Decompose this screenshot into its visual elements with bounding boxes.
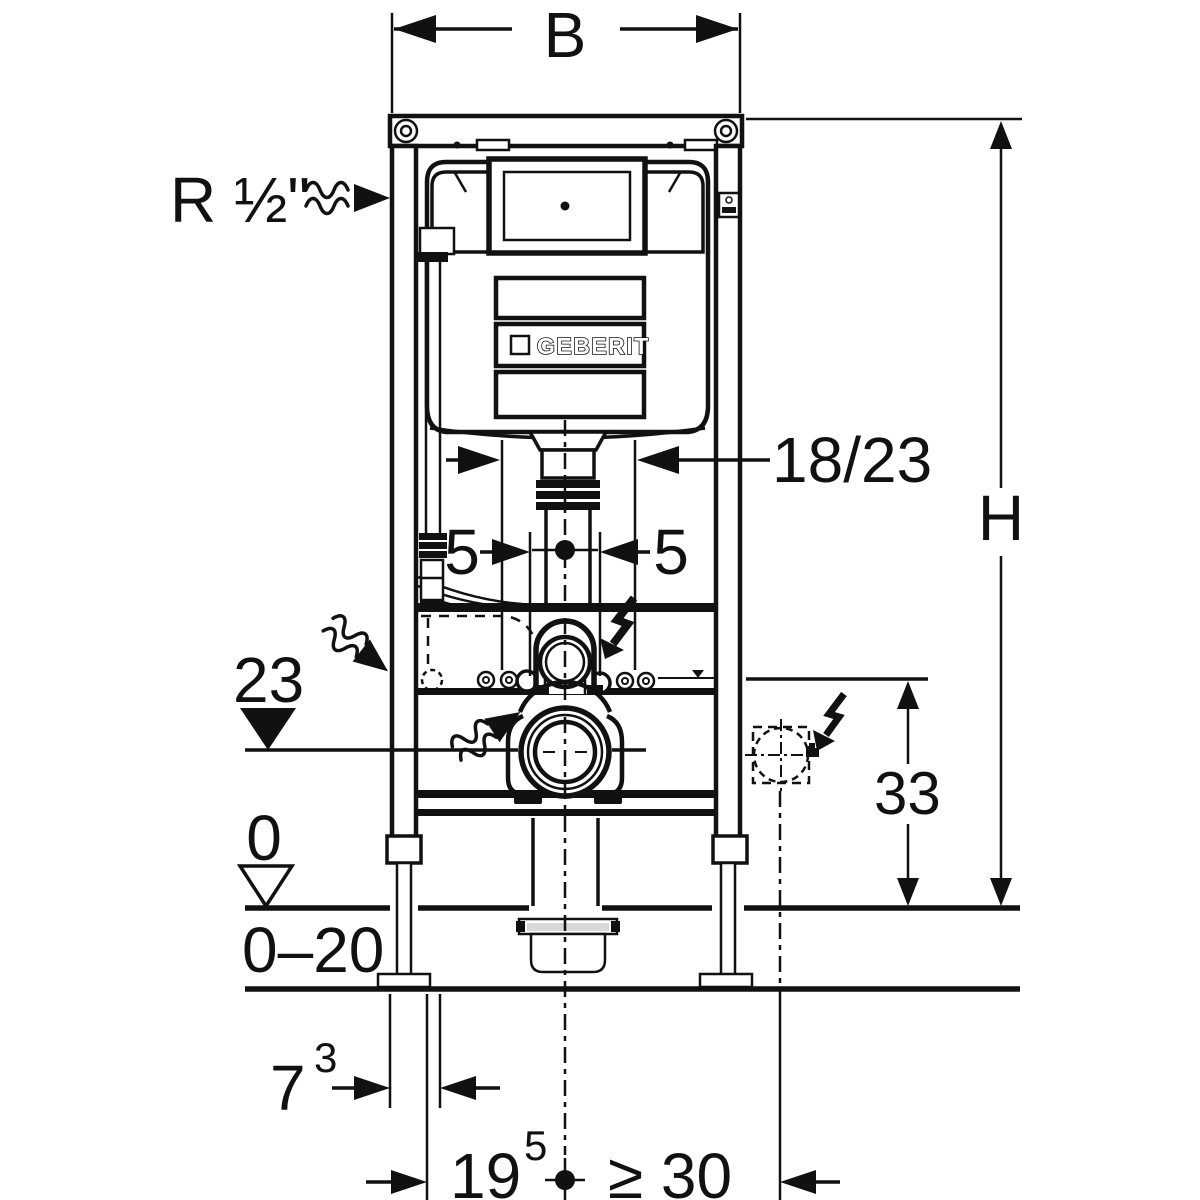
leg-right [719, 861, 737, 977]
label-flush-pipe: 18/23 [772, 424, 932, 496]
label-offset-right: 5 [653, 516, 689, 588]
label-outlet-level: 23 [233, 644, 304, 716]
dimension-width-b: B [390, 0, 742, 113]
electrical-bolt-lower-icon [813, 691, 847, 751]
mounting-frame [376, 113, 754, 989]
label-drain-offset: 19 [450, 1140, 521, 1200]
foot-plate-right [698, 972, 754, 989]
water-flow-arrow-rail-icon [321, 614, 389, 672]
concealed-cistern: GEBERIT [424, 156, 711, 440]
water-level-mark-icon [692, 670, 704, 678]
floor-levels: 0 0–20 [236, 802, 1020, 992]
center-mark [555, 540, 575, 560]
front-panel-top [493, 275, 647, 321]
mounting-row [476, 618, 716, 695]
brand-logo: GEBERIT [537, 333, 650, 359]
cross-rail-bottom [418, 809, 716, 816]
dimension-flush-pipe: 18/23 [446, 424, 932, 670]
water-supply: R ½" [170, 164, 540, 692]
shutoff-valve [419, 558, 445, 602]
flush-pipe [527, 430, 609, 604]
label-elec-offset: ≥ 30 [608, 1140, 732, 1200]
water-flow-arrow-drain-icon [450, 712, 521, 762]
frame-left-rail [389, 143, 419, 841]
frame-top-rail [387, 113, 745, 149]
dimension-outlet-level: 23 [233, 644, 646, 752]
logo-square-icon [509, 334, 531, 356]
cistern-shoulder-right [643, 170, 705, 254]
water-flow-arrow-supply-icon [304, 180, 390, 216]
arrowhead-right [696, 15, 738, 43]
dimension-front-offset: 7 3 [270, 994, 500, 1200]
label-offset-left: 5 [444, 516, 480, 588]
label-outlet-height: 33 [874, 760, 941, 827]
dimension-height-h: H [746, 117, 1024, 906]
leg-collar-right [711, 834, 749, 865]
dimension-drain-and-elec: 19 5 ≥ 30 [366, 1122, 840, 1200]
electrical-connection-box [745, 719, 819, 1200]
label-front-offset: 7 [270, 1052, 306, 1124]
label-width-b: B [544, 0, 587, 71]
drain-center-mark [555, 1170, 575, 1190]
front-panel-bottom [493, 369, 647, 420]
dimension-offset-5-5: 5 5 [444, 516, 689, 676]
dimension-outlet-height: 33 [746, 677, 941, 906]
label-front-offset-sup: 3 [314, 1034, 337, 1081]
cross-rail-upper [418, 603, 716, 612]
foot-plate-left [376, 972, 432, 989]
label-floor-adjust: 0–20 [242, 914, 384, 986]
leg-left [395, 861, 413, 977]
rail-tab-right [683, 138, 719, 152]
label-drain-offset-sup: 5 [524, 1122, 547, 1169]
label-height-h: H [978, 482, 1024, 554]
level-triangle-open-icon [236, 864, 296, 910]
label-floor-level: 0 [246, 802, 282, 874]
drain-bend-body [529, 932, 607, 974]
electrical-bolt-upper-icon [600, 595, 638, 659]
leg-collar-left [385, 834, 423, 865]
frame-right-rail [713, 143, 743, 841]
drain-socket [450, 679, 625, 974]
level-triangle-filled-icon [240, 708, 296, 750]
rail-tab-left [475, 138, 511, 152]
arrowhead-left [394, 15, 436, 43]
label-supply-thread: R ½" [170, 164, 310, 236]
